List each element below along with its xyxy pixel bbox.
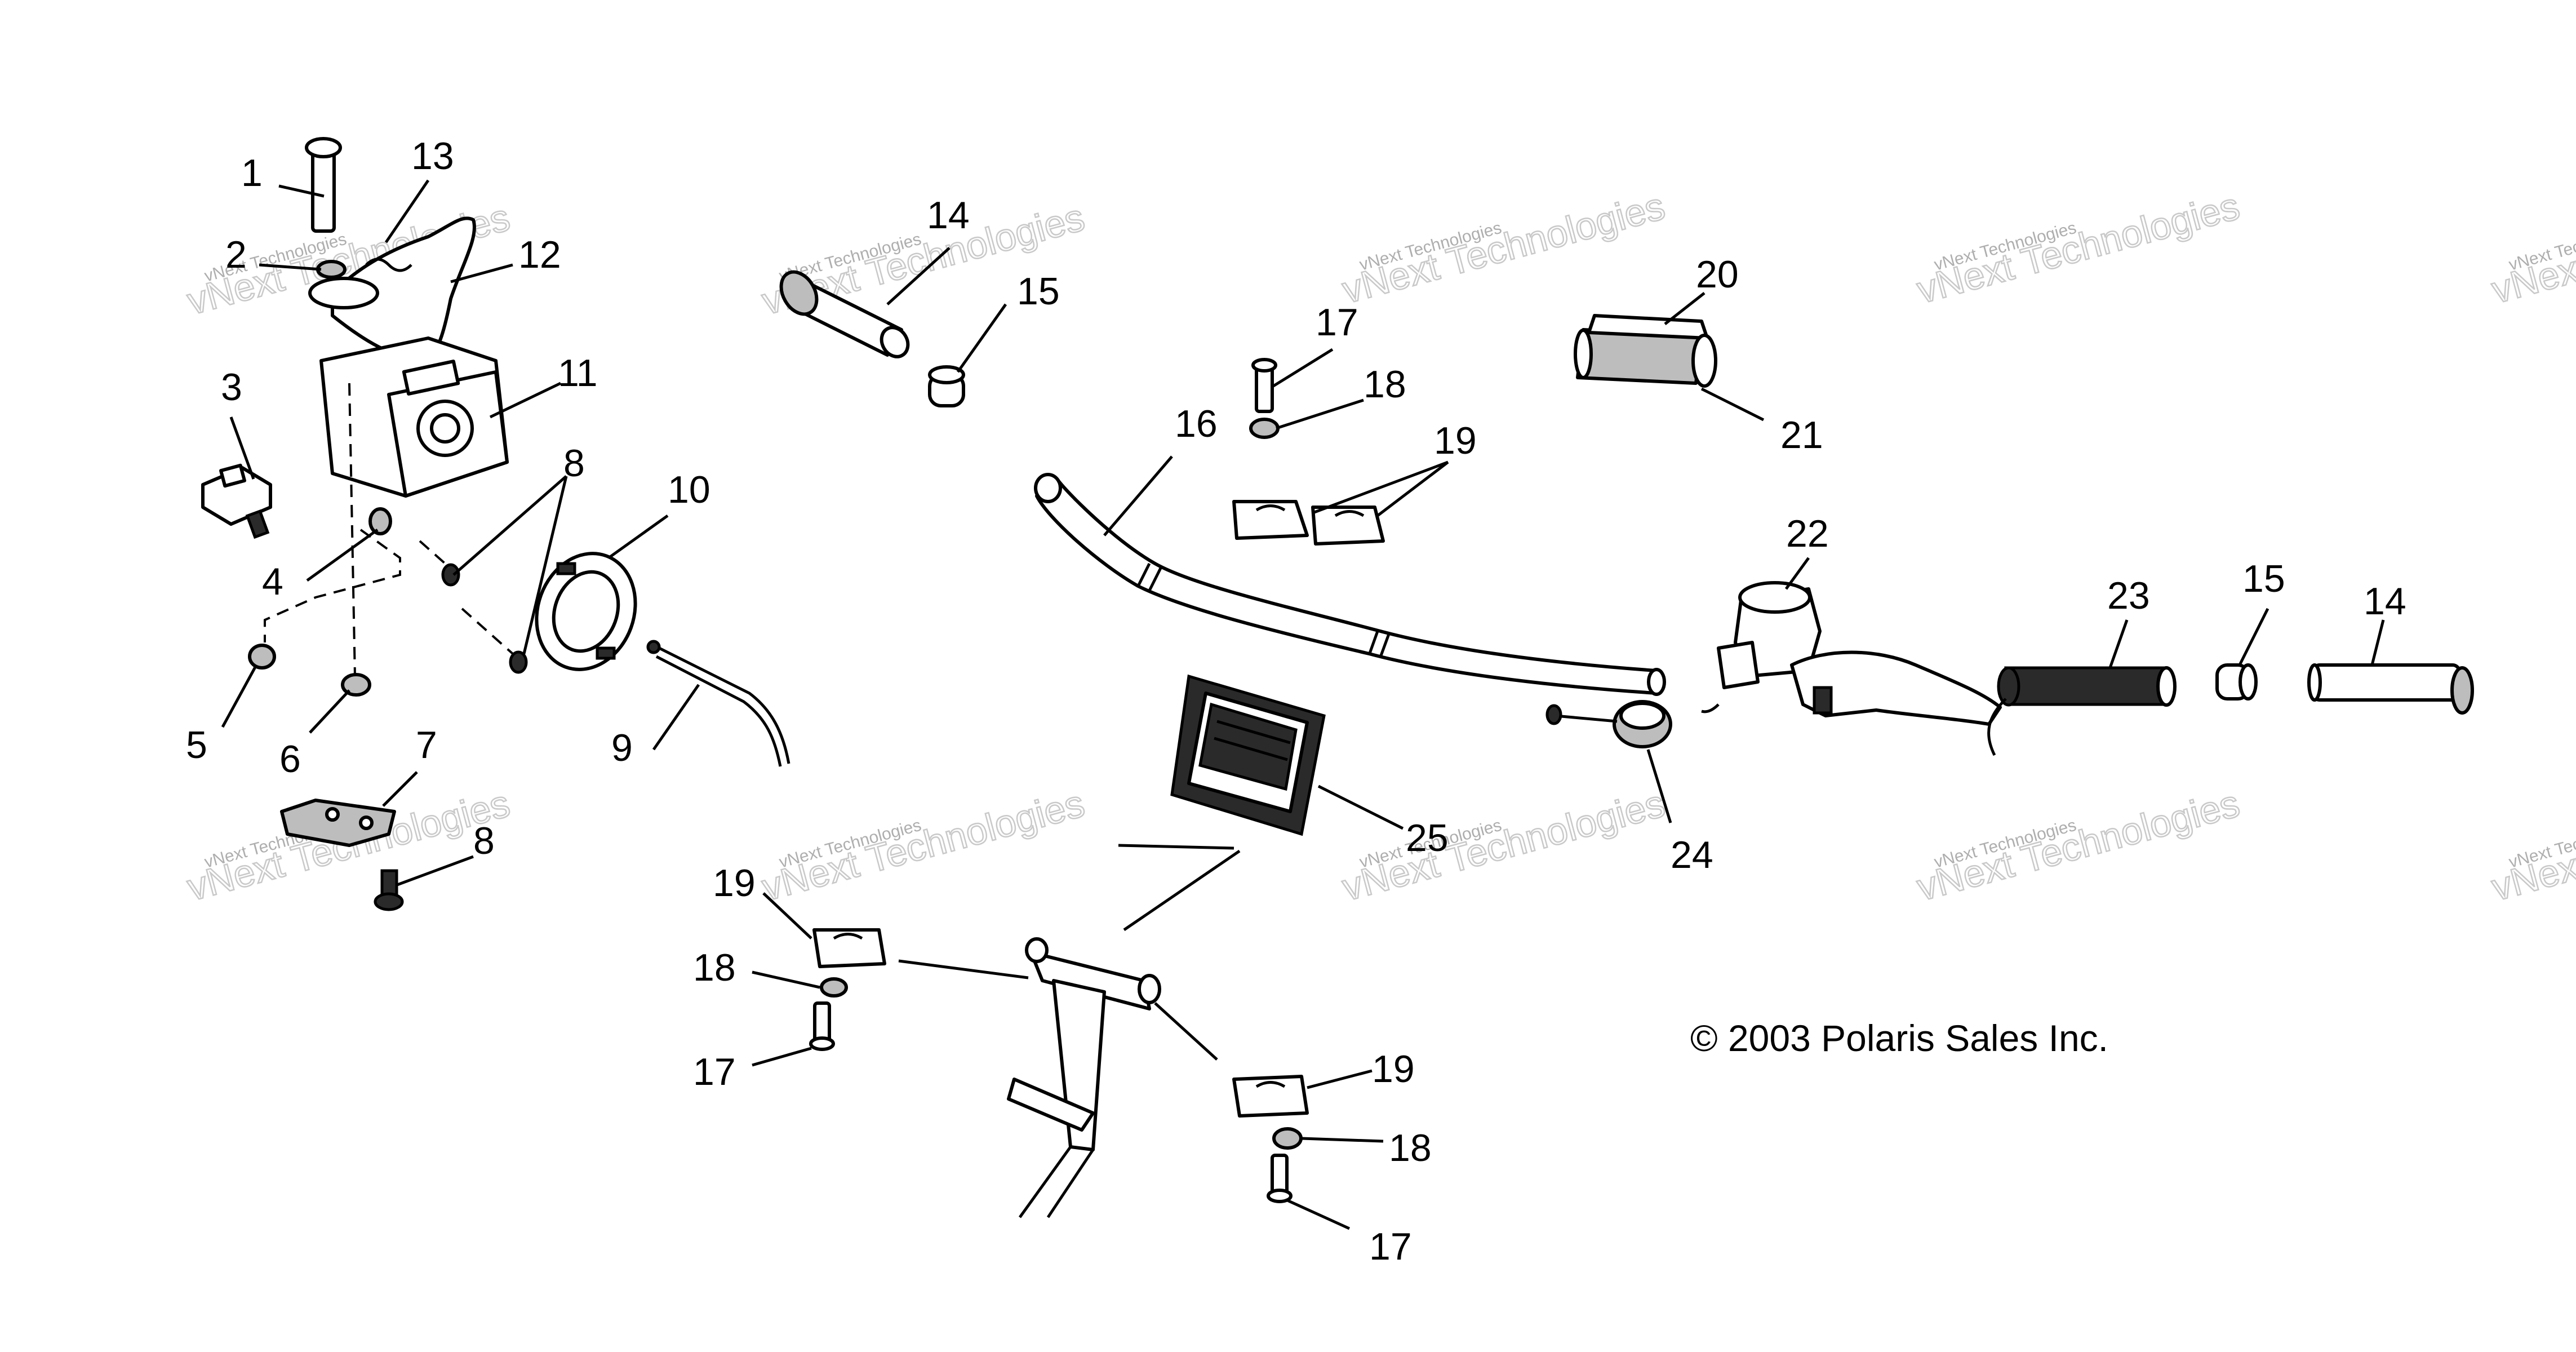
part-19-clamp-lower-right xyxy=(1232,1075,1309,1118)
callout-1: 1 xyxy=(241,152,263,194)
callout-21: 21 xyxy=(1780,414,1823,456)
callout-14b: 14 xyxy=(2364,580,2406,623)
callout-12: 12 xyxy=(518,233,561,276)
callout-23: 23 xyxy=(2107,574,2150,617)
callout-19b: 19 xyxy=(713,862,756,905)
part-5-nut xyxy=(248,644,276,670)
callout-19a: 19 xyxy=(1434,419,1477,462)
callout-2: 2 xyxy=(225,233,247,276)
callout-18a: 18 xyxy=(1363,363,1406,406)
part-15-end-cap-right xyxy=(2215,663,2258,701)
callout-22: 22 xyxy=(1786,512,1829,555)
part-18-washer-upper xyxy=(1249,418,1280,439)
part-22-brake-master-cylinder xyxy=(1701,581,2002,726)
callout-19c: 19 xyxy=(1372,1048,1415,1091)
callout-11: 11 xyxy=(558,352,598,394)
callout-8a: 8 xyxy=(563,442,585,485)
callout-18b: 18 xyxy=(693,946,736,989)
callout-17a: 17 xyxy=(1316,301,1358,344)
callout-14a: 14 xyxy=(927,194,970,237)
callout-20: 20 xyxy=(1696,253,1739,296)
part-3-switch xyxy=(201,463,272,539)
callout-3: 3 xyxy=(221,366,242,409)
callout-8b: 8 xyxy=(473,819,495,862)
part-19-clamp-lower-left xyxy=(812,928,886,968)
callout-labels: 1 2 3 4 5 6 7 8 8 9 10 11 12 13 14 15 16… xyxy=(186,135,2406,1268)
part-2-washer xyxy=(316,260,347,279)
callout-15a: 15 xyxy=(1017,270,1060,313)
callout-24: 24 xyxy=(1671,834,1713,876)
callout-18c: 18 xyxy=(1389,1127,1432,1169)
callout-5: 5 xyxy=(186,724,207,766)
part-16-handlebar xyxy=(1034,473,1666,696)
part-19-clamp-upper-a xyxy=(1232,500,1309,540)
part-23-grip-tube xyxy=(1987,666,2177,756)
part-13-spring xyxy=(365,258,412,272)
part-18-washer-lower-left xyxy=(820,977,848,998)
callout-15b: 15 xyxy=(2242,557,2285,600)
callout-9: 9 xyxy=(611,726,633,769)
part-15-end-cap-left xyxy=(928,365,965,407)
part-1-bolt xyxy=(305,137,342,233)
part-14-grip-left xyxy=(779,270,910,358)
callout-10: 10 xyxy=(668,468,710,511)
callout-4: 4 xyxy=(262,560,283,603)
part-17-bolt-lower-right xyxy=(1267,1154,1293,1203)
part-9-cable xyxy=(646,640,790,767)
part-24-adjuster xyxy=(1545,700,1672,748)
callout-17b: 17 xyxy=(693,1050,736,1093)
part-7-cover xyxy=(280,799,396,847)
callout-13: 13 xyxy=(411,135,454,178)
copyright-notice: © 2003 Polaris Sales Inc. xyxy=(1690,1017,2108,1059)
part-17-bolt-upper xyxy=(1251,358,1277,413)
callout-7: 7 xyxy=(416,724,437,766)
part-18-washer-lower-right xyxy=(1272,1127,1303,1150)
part-11-throttle-housing xyxy=(319,336,509,498)
part-25-crossbar-pad xyxy=(1170,674,1326,836)
callout-16: 16 xyxy=(1175,402,1218,445)
callout-6: 6 xyxy=(279,738,301,781)
part-19-clamp-upper-b xyxy=(1311,506,1385,546)
callout-17c: 17 xyxy=(1369,1225,1412,1268)
part-8-screw xyxy=(441,563,460,587)
callout-25: 25 xyxy=(1406,817,1449,859)
part-10-grommet xyxy=(535,552,637,671)
part-8-screw xyxy=(509,650,528,674)
part-14-grip-right xyxy=(2307,663,2474,715)
part-8-screw-lower xyxy=(374,869,404,911)
part-20-bar-pad xyxy=(1574,314,1717,388)
throttle-housing-assembly xyxy=(201,137,790,911)
leader-lines xyxy=(221,179,2385,1230)
part-6-nut xyxy=(341,673,371,697)
steering-post xyxy=(1007,844,1241,1218)
part-17-bolt-lower-left xyxy=(809,1001,835,1051)
part-4-screw xyxy=(368,507,392,535)
